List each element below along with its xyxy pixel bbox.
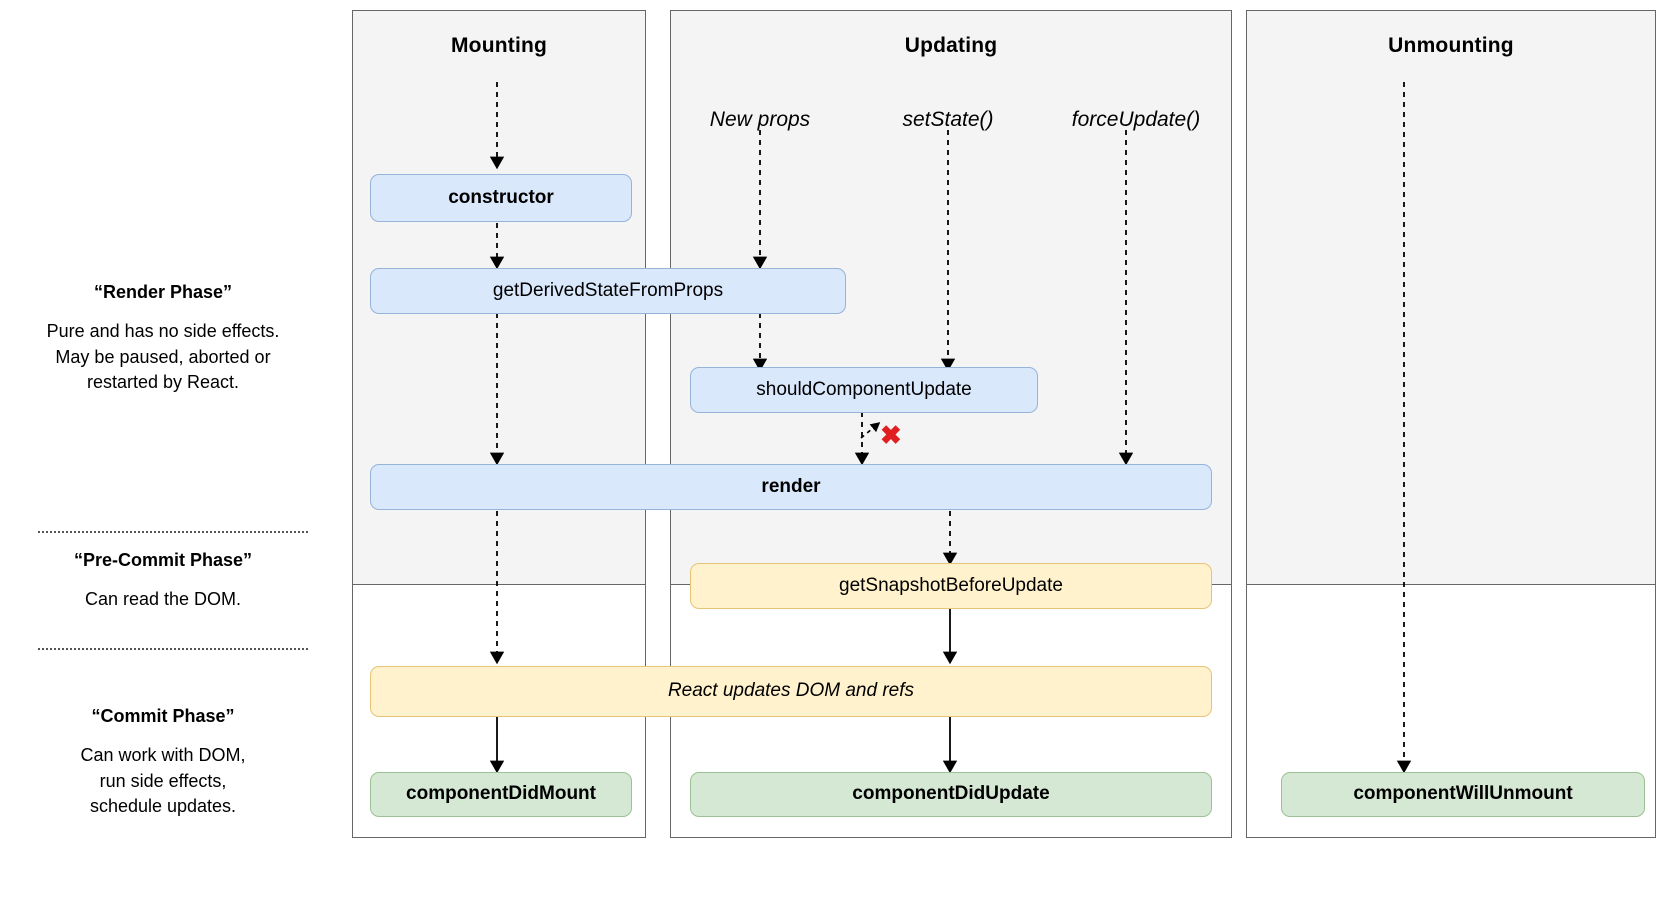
node-component-did-update[interactable]: componentDidUpdate [690,772,1212,817]
phase-divider-bottom [38,648,308,650]
phase-commit-title: “Commit Phase” [91,706,235,726]
column-title-unmounting: Unmounting [1388,34,1514,57]
render-phase-shade-unmounting [1247,11,1655,585]
node-component-will-unmount[interactable]: componentWillUnmount [1281,772,1645,817]
node-render[interactable]: render [370,464,1212,510]
column-title-updating: Updating [904,34,998,57]
phase-render-body: Pure and has no side effects. May be pau… [46,321,280,393]
skip-render-x-icon: ✖ [880,420,902,450]
node-component-did-mount[interactable]: componentDidMount [370,772,632,817]
trigger-new-props: New props [709,108,811,131]
node-get-derived-state-from-props[interactable]: getDerivedStateFromProps [370,268,846,314]
phase-commit: “Commit Phase” Can work with DOM, run si… [8,706,318,820]
phase-pre-commit-title: “Pre-Commit Phase” [73,550,253,570]
phase-commit-body: Can work with DOM, run side effects, sch… [80,745,246,817]
node-should-component-update[interactable]: shouldComponentUpdate [690,367,1038,413]
trigger-force-update: forceUpdate() [1071,108,1201,131]
column-title-mounting: Mounting [450,34,548,57]
node-get-snapshot-before-update[interactable]: getSnapshotBeforeUpdate [690,563,1212,609]
phase-render: “Render Phase” Pure and has no side effe… [8,282,318,396]
phase-divider-top [38,531,308,533]
node-react-updates-dom-and-refs[interactable]: React updates DOM and refs [370,666,1212,717]
node-constructor[interactable]: constructor [370,174,632,222]
phase-pre-commit: “Pre-Commit Phase” Can read the DOM. [8,550,318,613]
trigger-set-state: setState() [902,108,994,131]
phase-pre-commit-body: Can read the DOM. [84,589,242,609]
column-unmounting [1246,10,1656,838]
phase-render-title: “Render Phase” [93,282,233,302]
